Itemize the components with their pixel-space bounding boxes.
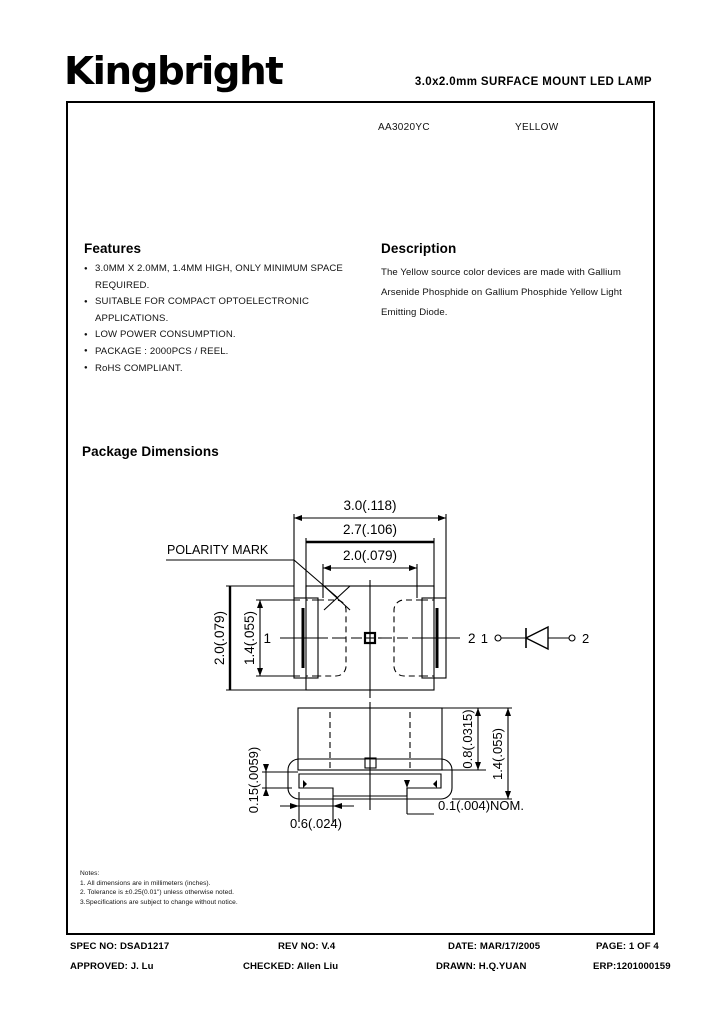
dim-width-overall: 3.0(.118)	[343, 498, 396, 513]
list-item: RoHS COMPLIANT.	[84, 360, 344, 378]
dim-gap-nom: 0.1(.004)NOM.	[438, 798, 524, 813]
content-border	[66, 101, 655, 935]
terminal-1-label: 1	[263, 631, 271, 646]
notes-title: Notes:	[80, 870, 100, 877]
polarity-mark-label: POLARITY MARK	[167, 543, 269, 557]
schematic-pin-2: 2	[582, 631, 589, 646]
dim-total-height: 1.4(.055)	[490, 728, 505, 780]
footer-checked: CHECKED: Allen Liu	[243, 961, 339, 972]
description-heading: Description	[381, 241, 457, 256]
notes-block: Notes: 1. All dimensions are in millimet…	[80, 869, 410, 907]
list-item: 3.0MM X 2.0MM, 1.4MM HIGH, ONLY MINIMUM …	[84, 260, 344, 294]
footer-page: PAGE: 1 OF 4	[596, 941, 659, 952]
dim-lead-thickness: 0.15(.0059)	[246, 747, 261, 814]
package-dimensions-heading: Package Dimensions	[82, 444, 219, 459]
package-drawing: 3.0(.118) 2.7(.106) 2.0(.079) POLARITY M…	[66, 470, 655, 860]
dim-width-body: 2.7(.106)	[343, 522, 397, 537]
list-item: SUITABLE FOR COMPACT OPTOELECTRONIC APPL…	[84, 294, 344, 327]
list-item: PACKAGE : 2000PCS / REEL.	[84, 343, 344, 361]
footer-row-1: SPEC NO: DSAD1217 REV NO: V.4 DATE: MAR/…	[66, 941, 666, 961]
note-item: 2. Tolerance is ±0.25(0.01") unless othe…	[80, 889, 234, 897]
footer-date: DATE: MAR/17/2005	[448, 941, 541, 952]
list-item: LOW POWER CONSUMPTION.	[84, 327, 344, 344]
schematic-pin-1: 1	[481, 631, 488, 646]
footer-drawn: DRAWN: H.Q.YUAN	[436, 961, 527, 972]
diode-schematic: 1 2	[481, 625, 589, 651]
dim-lead-width: 0.6(.024)	[290, 816, 342, 831]
dim-height-overall: 2.0(.079)	[212, 611, 227, 665]
terminal-2-label: 2	[468, 631, 476, 646]
note-item: 1. All dimensions are in millimeters (in…	[80, 879, 211, 887]
dim-body-height: 0.8(.0315)	[460, 709, 475, 768]
part-number: AA3020YC	[378, 122, 430, 133]
part-color: YELLOW	[515, 122, 559, 133]
footer-row-2: APPROVED: J. Lu CHECKED: Allen Liu DRAWN…	[66, 961, 671, 981]
footer-rev-no: REV NO: V.4	[278, 941, 336, 952]
note-item: 3.Specifications are subject to change w…	[80, 898, 238, 906]
dim-height-inner: 1.4(.055)	[242, 611, 257, 665]
footer: SPEC NO: DSAD1217 REV NO: V.4 DATE: MAR/…	[66, 941, 671, 981]
kingbright-logo: Kingbright	[64, 49, 284, 93]
page-title: 3.0x2.0mm SURFACE MOUNT LED LAMP	[414, 76, 652, 88]
footer-approved: APPROVED: J. Lu	[70, 961, 154, 972]
dim-width-inner: 2.0(.079)	[343, 548, 397, 563]
features-heading: Features	[84, 241, 142, 256]
features-list: 3.0MM X 2.0MM, 1.4MM HIGH, ONLY MINIMUM …	[84, 260, 344, 378]
description-text: The Yellow source color devices are made…	[381, 267, 622, 318]
footer-spec-no: SPEC NO: DSAD1217	[70, 941, 170, 952]
footer-erp: ERP:1201000159	[593, 961, 671, 972]
